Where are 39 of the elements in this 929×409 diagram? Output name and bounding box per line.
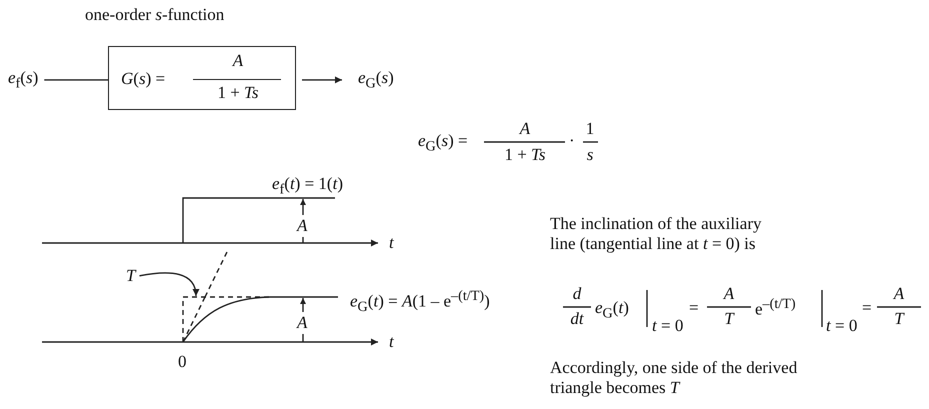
formula-text: T: [894, 309, 904, 329]
dimension-label: A: [297, 313, 308, 333]
formula-text: t = 0: [652, 316, 684, 336]
formula-text: =: [862, 298, 872, 318]
arrow: [139, 272, 199, 296]
formula-text: G(s) =: [121, 69, 166, 89]
time-constant-label: T: [126, 266, 136, 286]
formula-text: T: [724, 309, 734, 329]
signal-label: e$_{G}$(s): [358, 68, 394, 92]
formula-text: d: [572, 284, 582, 304]
formula-text: A: [232, 51, 244, 71]
note-text: The inclination of the auxiliary line (tangential line at t = 0) is: [550, 214, 762, 254]
derived-triangle-drawing: [182, 296, 270, 342]
formula-text: 1: [586, 119, 594, 139]
formula-text: A: [894, 284, 904, 304]
formula-text: =: [689, 298, 699, 318]
note-text: Accordingly, one side of the derived triangle becomes T: [550, 358, 798, 398]
axis-label: t: [389, 233, 394, 253]
axis-label: t: [389, 332, 394, 352]
formula-text: A: [520, 119, 530, 139]
formula-text: e$_{G}$(t) = A(1 – e$^{–(t/T)}$): [350, 288, 490, 316]
formula-text: e$_{G}$(s) =: [418, 131, 468, 155]
formula-text: 1 + Ts: [504, 145, 546, 165]
formula-text: e$_{G}$(t): [595, 298, 629, 322]
formula-text: ·: [569, 131, 575, 151]
formula-text: e$_{f}$(t) = 1(t): [272, 174, 343, 198]
diagram-title: one-order s-function: [85, 5, 224, 25]
axis-tick-label: 0: [178, 352, 186, 372]
formula-text: A: [724, 284, 734, 304]
connector-line: [44, 79, 108, 81]
formula-text: s: [586, 145, 594, 165]
formula-text: 1 + Ts: [217, 83, 259, 103]
formula-text: e$^{–(t/T)}$: [755, 296, 796, 320]
arrow: [302, 76, 342, 84]
formula-text: dt: [570, 309, 584, 329]
signal-label: e$_{f}$(s): [8, 68, 38, 92]
dimension-label: A: [297, 216, 308, 236]
transfer-function-block: [108, 46, 296, 110]
formula-text: t = 0: [826, 316, 858, 336]
